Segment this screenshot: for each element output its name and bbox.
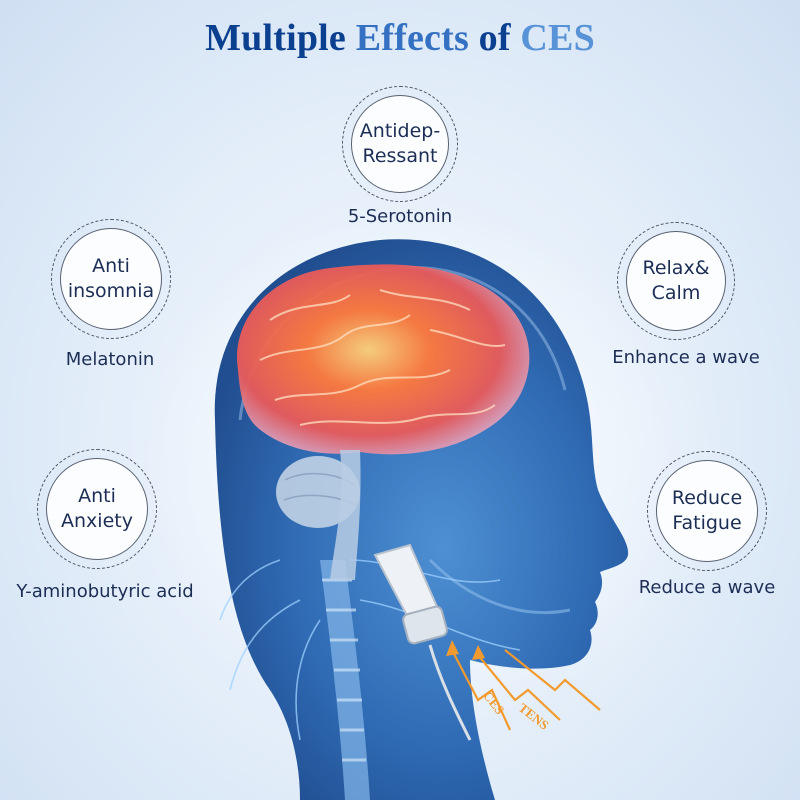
effect-circle-outer xyxy=(51,219,171,339)
effect-caption: Melatonin xyxy=(65,349,155,370)
title-word-3: of xyxy=(478,17,511,59)
effect-label-line1: Relax& xyxy=(642,257,710,279)
effect-circle-outer xyxy=(37,449,157,569)
jaw-outline xyxy=(428,558,571,615)
effect-label-line2: Calm xyxy=(651,282,701,304)
effect-caption: 5-Serotonin xyxy=(347,206,453,227)
effect-caption: Enhance a wave xyxy=(612,347,760,368)
cerebellum xyxy=(276,456,360,528)
effect-label: Reduce Fatigue xyxy=(672,486,742,536)
effect-caption: Reduce a wave xyxy=(638,577,776,598)
ear-clip-device xyxy=(373,543,472,741)
spine xyxy=(320,560,370,800)
effect-circle-inner: Anti insomnia xyxy=(60,228,162,330)
title-word-1: Multiple xyxy=(205,17,346,59)
brain-stem xyxy=(330,450,361,580)
effect-label: Antidep- Ressant xyxy=(360,119,440,169)
effect-label-line1: Anti xyxy=(92,255,130,277)
effect-label-line2: Fatigue xyxy=(672,512,742,534)
effect-circle-inner: Reduce Fatigue xyxy=(656,460,758,562)
effect-label: Anti Anxiety xyxy=(61,484,133,534)
effect-circle-inner: Antidep- Ressant xyxy=(351,95,449,193)
effect-label-line1: Antidep- xyxy=(359,120,441,142)
signal-zigzags xyxy=(451,649,601,731)
effect-label: Relax& Calm xyxy=(642,256,709,306)
brain-folds xyxy=(259,289,506,426)
effect-circle-inner: Anti Anxiety xyxy=(46,458,148,560)
brain xyxy=(236,264,530,455)
signal-arrowheads xyxy=(446,640,485,660)
effect-label-line1: Reduce xyxy=(671,487,743,509)
effect-caption: Y-aminobutyric acid xyxy=(16,581,194,602)
effect-circle-outer xyxy=(617,222,735,340)
effect-circle-inner: Relax& Calm xyxy=(626,231,726,331)
effect-label-line2: Ressant xyxy=(362,145,438,167)
effect-circle-outer xyxy=(647,451,767,571)
title-word-2: Effects xyxy=(355,17,469,59)
page-title: Multiple Effects of CES xyxy=(0,16,800,60)
effect-label-line2: Anxiety xyxy=(61,510,133,532)
effect-label-line1: Anti xyxy=(78,485,116,507)
effect-label-line2: insomnia xyxy=(67,280,155,302)
effect-label: Anti insomnia xyxy=(68,254,154,304)
effect-circle-outer xyxy=(342,86,458,202)
title-word-4: CES xyxy=(520,17,595,59)
